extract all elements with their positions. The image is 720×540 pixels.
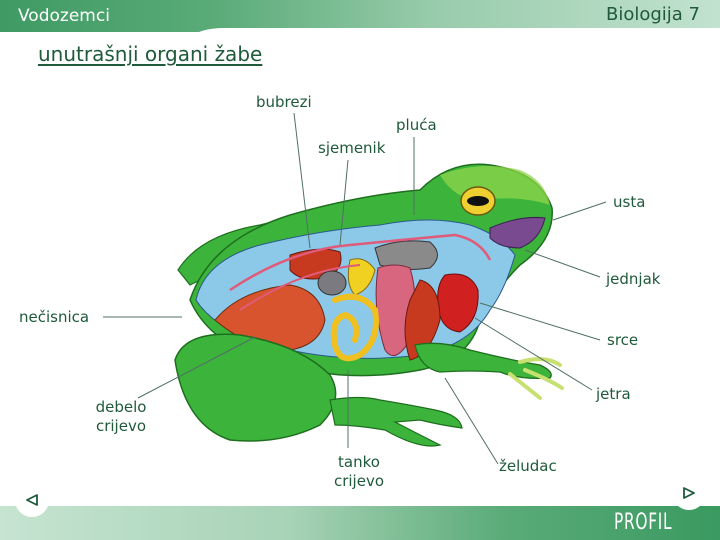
brand-logo: PROFIL [613, 510, 672, 535]
page-title: unutrašnji organi žabe [38, 42, 263, 66]
label-jetra: jetra [596, 385, 631, 403]
label-srce: srce [607, 331, 639, 349]
triangle-right-icon [683, 487, 695, 499]
label-debelo-crijevo: debelo crijevo [95, 398, 147, 435]
header-notch [195, 28, 720, 36]
label-usta: usta [613, 193, 646, 211]
label-necisnica: nečisnica [19, 308, 90, 326]
section-title: Vodozemci [18, 6, 110, 26]
header-bar [0, 0, 720, 32]
next-slide-button[interactable] [672, 476, 706, 510]
label-tanko-crijevo: tanko crijevo [333, 453, 385, 490]
label-bubrezi: bubrezi [256, 93, 312, 111]
label-zeludac: želudac [499, 457, 557, 475]
label-pluca: pluća [396, 116, 437, 134]
footer-notch [0, 500, 520, 508]
label-jednjak: jednjak [606, 270, 661, 288]
prev-slide-button[interactable] [15, 483, 49, 517]
footer-bar [0, 506, 720, 540]
triangle-left-icon [26, 494, 38, 506]
label-sjemenik: sjemenik [318, 139, 386, 157]
course-title: Biologija 7 [605, 4, 700, 25]
